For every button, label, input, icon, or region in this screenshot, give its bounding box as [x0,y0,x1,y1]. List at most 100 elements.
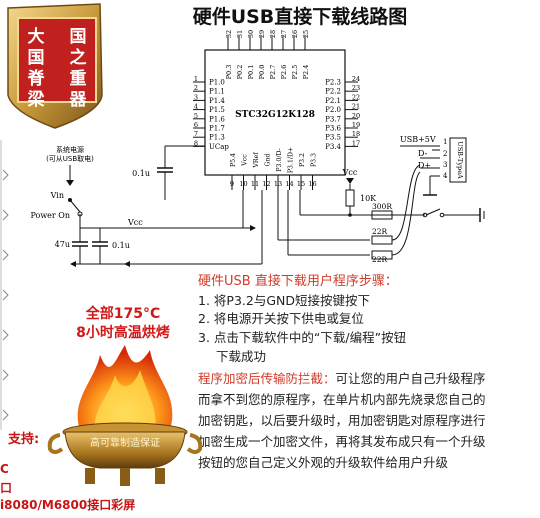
pin-label-bottom: P3.1/D+ [288,147,295,173]
heat-line-1: 全部175°C [85,306,161,322]
pin-number-right: 18 [352,130,360,138]
pin-label-left: P1.1 [209,88,225,96]
pin-number-right: 19 [352,121,360,129]
usb-pin-2: 2 [443,150,447,158]
usb5v-label: USB+5V [400,135,436,144]
pin-number-left: 7 [194,130,198,138]
usb-pin-4: 4 [443,172,448,180]
pin-label-left: P1.3 [209,134,225,142]
badge-char-5: 脊 [27,68,46,89]
step-1: 1. 将P3.2与GND短接按键按下 [198,293,370,308]
pin-number-right: 22 [352,93,360,101]
pin-label-top: P0.2 [236,65,244,80]
pin-number-right: 20 [352,112,360,120]
cap-ucap-label: 0.1u [132,169,150,178]
pin-number-right: 21 [352,103,360,111]
pin-label-top: P2.6 [280,65,288,80]
pin-number-top: 26 [291,30,299,38]
vcc-label-r: Vcc [342,168,358,177]
pin-number-left: 5 [194,112,198,120]
pin-number-left: 6 [194,121,198,129]
pin-number-bottom: 16 [308,180,316,188]
step-3-continued: 下载成功 [216,349,267,364]
support-label: 支持: [8,432,40,447]
badge-char-2: 国 [70,27,87,47]
schematic: STC32G12K128 32P0.331P0.230P0.129P0.028P… [30,30,485,267]
pin-label-left: P1.0 [209,79,225,87]
step-2: 2. 将电源开关按下供电或复位 [198,311,364,326]
fragment-c: C [0,462,9,476]
encryption-body: 可让您的用户自己升级程序而拿不到您的原程序，在单片机内部先烧录您自己的加密钥匙，… [198,371,486,470]
vcc-label-main: Vcc [127,218,143,227]
pin-number-bottom: 11 [251,180,259,188]
pin-label-bottom: Gnd [265,154,272,167]
dminus-label: D- [418,149,428,158]
power-label-2: (可从USB取电) [46,154,94,163]
pin-label-right: P2.2 [325,88,341,96]
step-3: 3. 点击下载软件中的“下载/编程”按钮 [198,330,407,345]
usb-pin-1: 1 [443,138,447,146]
badge-char-7: 梁 [27,89,46,110]
pin-label-top: P2.7 [269,65,277,80]
pin-label-bottom: P3.2 [299,153,306,167]
page-title: 硬件USB直接下载线路图 [192,6,408,28]
pin-label-bottom: Vcc [242,154,249,167]
chip-body [204,49,346,176]
badge-emblem: 大 国 国 之 脊 重 梁 器 [7,3,103,129]
pin-number-left: 3 [194,93,198,101]
fragment-kou: 口 [0,481,13,495]
pin-label-right: P2.1 [325,97,341,105]
dplus-label: D+ [418,161,431,170]
r300-label: 300R [372,202,392,211]
heat-line-2: 8小时高温烘烤 [76,325,170,341]
r10k-label: 10K [360,194,377,203]
encryption-heading: 程序加密后传输防拦截： [198,371,336,386]
pin-label-left: P1.5 [209,106,225,114]
reliability-seal: 高可靠制造保证 [90,438,160,449]
pin-number-top: 31 [236,30,244,38]
pin-number-right: 23 [352,84,360,92]
pin-label-bottom: P3.3 [311,153,318,167]
pin-label-top: P0.3 [225,65,233,80]
pin-number-top: 28 [269,30,277,38]
cap-01u-label: 0.1u [112,241,130,250]
pin-number-left: 8 [194,139,198,147]
pin-label-top: P0.1 [247,65,255,80]
pin-label-right: P3.6 [325,125,341,133]
pin-number-top: 27 [280,30,288,38]
pin-number-left: 2 [194,84,198,92]
usb-pin-3: 3 [443,161,447,169]
encryption-block: 程序加密后传输防拦截：可让您的用户自己升级程序而拿不到您的原程序，在单片机内部先… [198,368,494,473]
pin-label-right: P3.7 [325,115,341,123]
chip-name: STC32G12K128 [235,110,315,120]
pin-number-bottom: 12 [262,180,270,188]
pin-number-bottom: 15 [297,180,305,188]
r22b-label: 22R [372,255,388,264]
pin-label-right: P3.4 [325,143,341,151]
pin-label-right: P2.3 [325,79,341,87]
pin-label-top: P0.0 [258,65,266,80]
badge-char-3: 国 [28,48,45,68]
pin-label-bottom: VRef [253,152,260,169]
chip-pins: 32P0.331P0.230P0.129P0.028P2.727P2.626P2… [193,30,360,190]
vin-label: Vin [50,191,64,200]
pin-number-right: 17 [352,139,360,147]
pin-number-bottom: 14 [285,180,293,188]
badge-char-4: 之 [70,47,87,68]
pin-number-bottom: 10 [239,180,247,188]
pin-number-bottom: 13 [274,180,282,188]
pin-number-top: 29 [258,30,266,38]
pin-label-top: P2.5 [291,65,299,80]
pin-label-bottom: P3.0/D- [276,148,283,171]
r22a-label: 22R [372,227,388,236]
pin-label-left: P1.7 [209,125,225,133]
power-on-label: Power On [30,211,70,220]
badge-char-1: 大 [28,26,45,47]
pin-label-left: UCap [209,143,229,151]
steps-title: 硬件USB 直接下载用户程序步骤： [198,274,398,289]
pin-number-bottom: 9 [230,180,234,188]
cap-47u-label: 47u [55,240,70,249]
usb-connector [449,137,467,183]
side-strip [0,140,9,430]
pin-number-left: 1 [194,75,198,83]
